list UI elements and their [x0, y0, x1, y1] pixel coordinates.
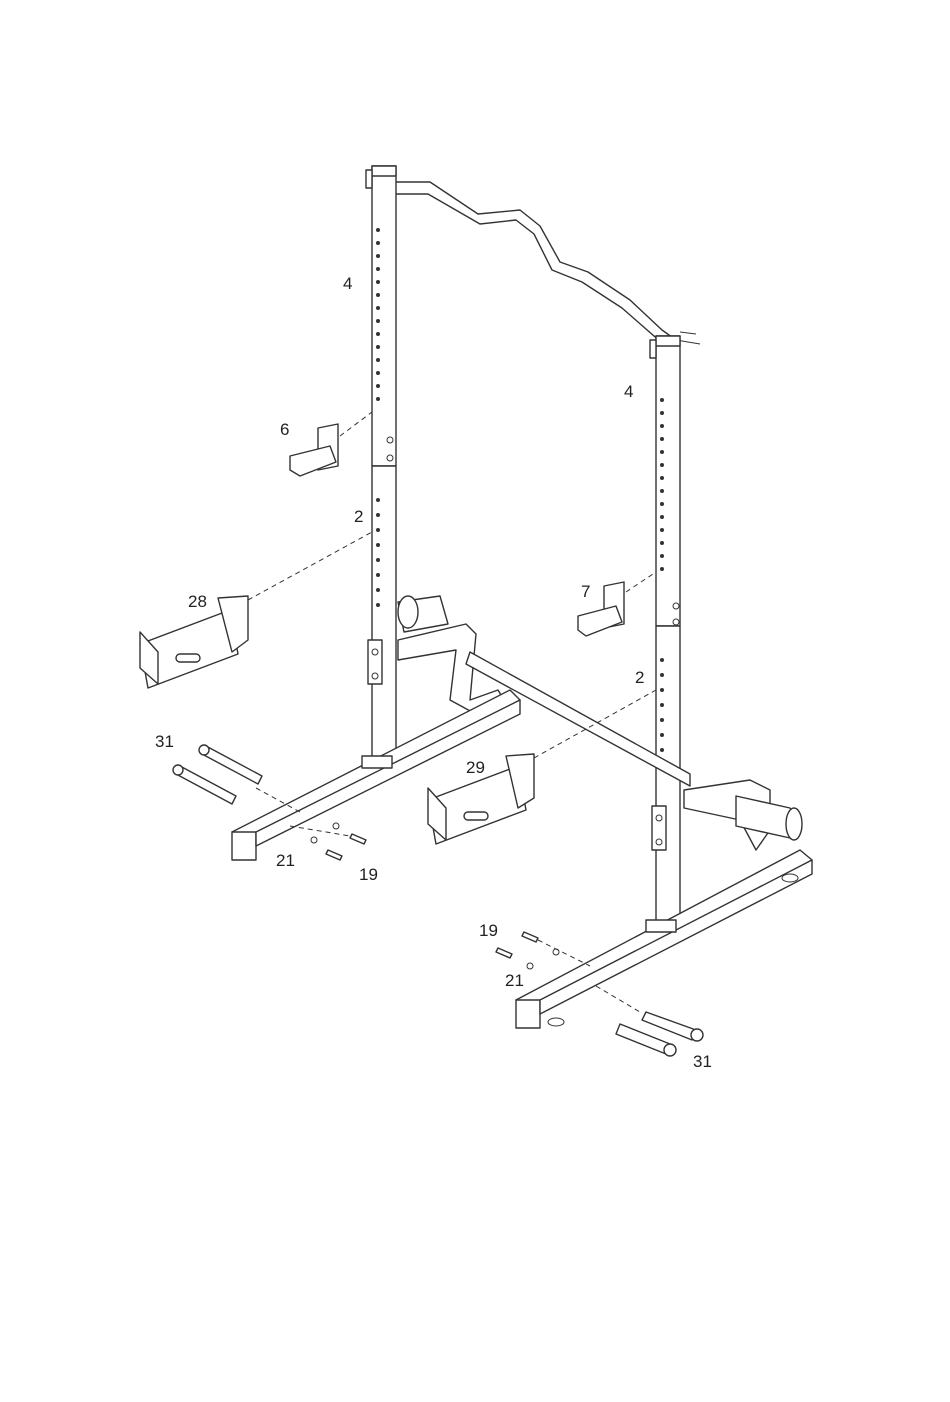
- callout-washer-right: 21: [505, 971, 524, 990]
- callout-bolt-right: 19: [479, 921, 498, 940]
- callout-pin-right: 31: [693, 1052, 712, 1071]
- callout-post-left: 2: [354, 507, 363, 526]
- left-post: [368, 466, 396, 762]
- pull-up-bar: [392, 182, 700, 346]
- callout-hook-right: 7: [581, 582, 590, 601]
- hardware-left: [290, 823, 366, 860]
- pins-right: [596, 986, 703, 1056]
- spotter-arm-left: [140, 532, 372, 688]
- callout-post-right: 2: [635, 668, 644, 687]
- callout-hook-left: 6: [280, 420, 289, 439]
- callout-pin-left: 31: [155, 732, 174, 751]
- j-hook-left: [290, 412, 372, 476]
- callout-upright-right: 4: [624, 382, 633, 401]
- hardware-right: [496, 932, 590, 969]
- callout-washer-left: 21: [276, 851, 295, 870]
- pins-left: [173, 745, 300, 812]
- left-upright: [366, 166, 396, 466]
- right-upright: [650, 336, 680, 626]
- spotter-arm-right: [428, 690, 656, 844]
- callout-spotter-left: 28: [188, 592, 207, 611]
- callout-upright-left: 4: [343, 274, 352, 293]
- callout-spotter-right: 29: [466, 758, 485, 777]
- callout-bolt-left: 19: [359, 865, 378, 884]
